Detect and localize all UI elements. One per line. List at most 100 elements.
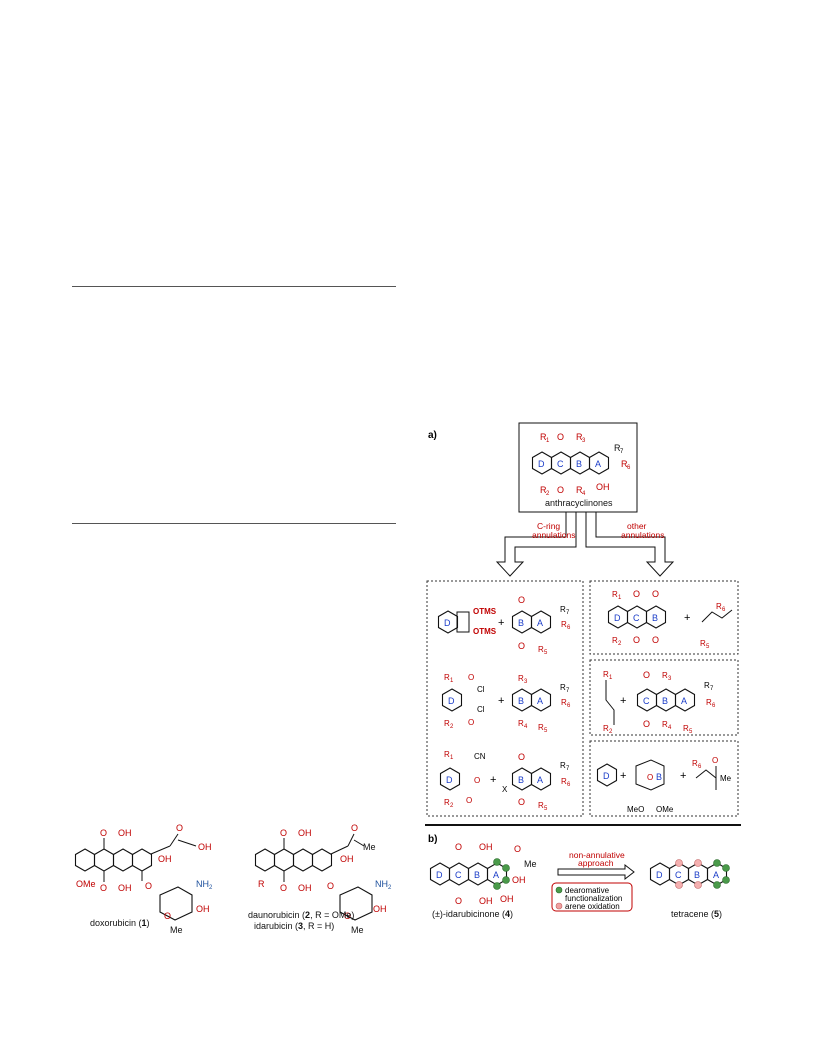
svg-text:1: 1 — [450, 755, 454, 761]
svg-text:O: O — [633, 635, 640, 645]
svg-text:7: 7 — [710, 686, 714, 692]
core-ring-a: A — [595, 459, 601, 469]
svg-text:B: B — [518, 618, 524, 628]
svg-text:D: D — [656, 870, 663, 880]
core-ring-d: D — [538, 459, 545, 469]
c-ring-label-1: C-ring — [537, 521, 560, 531]
dau-oh-2: OH — [298, 883, 312, 893]
svg-text:R: R — [704, 681, 710, 690]
dau-me: Me — [363, 842, 376, 852]
svg-text:+: + — [498, 617, 504, 629]
dau-oh-3: OH — [340, 854, 354, 864]
svg-text:R: R — [561, 620, 567, 629]
svg-text:5: 5 — [544, 650, 548, 656]
svg-text:A: A — [537, 775, 543, 785]
svg-text:OH: OH — [479, 842, 493, 852]
svg-text:C: C — [455, 870, 462, 880]
svg-text:R: R — [706, 698, 712, 707]
svg-text:7: 7 — [620, 449, 624, 455]
svg-text:O: O — [652, 589, 659, 599]
svg-text:Cl: Cl — [477, 705, 485, 714]
svg-text:+: + — [490, 774, 496, 786]
svg-text:6: 6 — [627, 465, 631, 471]
dox-o-bottom: O — [100, 883, 107, 893]
svg-text:B: B — [518, 775, 524, 785]
svg-text:D: D — [614, 613, 621, 623]
svg-text:R: R — [538, 645, 544, 654]
svg-text:R: R — [560, 605, 566, 614]
branch-arrows — [495, 512, 675, 577]
svg-text:O: O — [468, 673, 474, 682]
core-oh: OH — [596, 482, 610, 492]
svg-text:R: R — [612, 636, 618, 645]
svg-text:7: 7 — [566, 766, 570, 772]
svg-text:7: 7 — [566, 610, 570, 616]
svg-text:R: R — [560, 683, 566, 692]
core-r2: R — [540, 485, 547, 495]
svg-text:+: + — [680, 770, 686, 782]
svg-text:6: 6 — [722, 607, 726, 613]
svg-text:6: 6 — [567, 782, 571, 788]
dau-nh2: NH — [375, 879, 388, 889]
svg-text:O: O — [633, 589, 640, 599]
svg-text:+: + — [498, 695, 504, 707]
svg-text:6: 6 — [712, 703, 716, 709]
svg-text:OMe: OMe — [656, 805, 674, 814]
svg-text:A: A — [713, 870, 719, 880]
svg-text:1: 1 — [618, 595, 622, 601]
dox-nh2: NH — [196, 879, 209, 889]
anthracyclinone-core: D C B A O O R 1 R 2 R 3 R 4 R 6 R 7 OH — [531, 432, 631, 497]
svg-text:B: B — [474, 870, 480, 880]
svg-text:OTMS: OTMS — [473, 627, 497, 636]
core-r4: R — [576, 485, 583, 495]
svg-text:5: 5 — [544, 728, 548, 734]
svg-text:O: O — [518, 752, 525, 762]
svg-text:MeO: MeO — [627, 805, 644, 814]
tetracene-structure: D C B A — [649, 859, 730, 889]
svg-text:+: + — [620, 695, 626, 707]
svg-text:+: + — [684, 612, 690, 624]
dox-o-ring: O — [164, 911, 171, 921]
svg-text:+: + — [620, 770, 626, 782]
svg-text:1: 1 — [450, 678, 454, 684]
other-box-2 — [589, 659, 739, 736]
svg-text:Cl: Cl — [477, 685, 485, 694]
left-rule-top — [72, 286, 396, 287]
idarubicinone-label: (±)-idarubicinone (4) — [432, 909, 513, 919]
svg-text:X: X — [502, 785, 508, 794]
svg-text:4: 4 — [668, 725, 672, 731]
doxorubicin-label: doxorubicin (1) — [90, 918, 150, 928]
svg-text:A: A — [537, 696, 543, 706]
dox-oh-3: OH — [198, 842, 212, 852]
svg-text:B: B — [694, 870, 700, 880]
svg-text:2: 2 — [450, 724, 454, 730]
core-r6: R — [621, 459, 628, 469]
svg-text:B: B — [656, 772, 662, 782]
svg-text:2: 2 — [609, 729, 613, 735]
panel-a-label: a) — [428, 430, 437, 441]
svg-text:7: 7 — [566, 688, 570, 694]
svg-text:R: R — [561, 698, 567, 707]
svg-text:D: D — [603, 771, 610, 781]
legend-text-1: dearomative — [565, 886, 610, 895]
svg-text:R: R — [560, 761, 566, 770]
legend-dot-pink — [555, 902, 563, 910]
svg-text:C: C — [633, 613, 640, 623]
svg-text:OH: OH — [479, 896, 493, 906]
svg-text:Me: Me — [524, 859, 537, 869]
idarubicinone-structure: D C B A O O OH OH OH OH O Me — [429, 842, 537, 906]
svg-text:A: A — [493, 870, 499, 880]
svg-text:R: R — [444, 750, 450, 759]
daunorubicin-structure: O O OH OH R O Me OH O NH 2 OH O Me — [254, 823, 392, 935]
other-box-1 — [589, 580, 739, 655]
svg-text:D: D — [446, 775, 453, 785]
svg-text:R: R — [538, 801, 544, 810]
core-o-top: O — [557, 432, 564, 442]
svg-text:R: R — [444, 798, 450, 807]
svg-text:5: 5 — [544, 806, 548, 812]
dox-oh-1: OH — [118, 828, 132, 838]
